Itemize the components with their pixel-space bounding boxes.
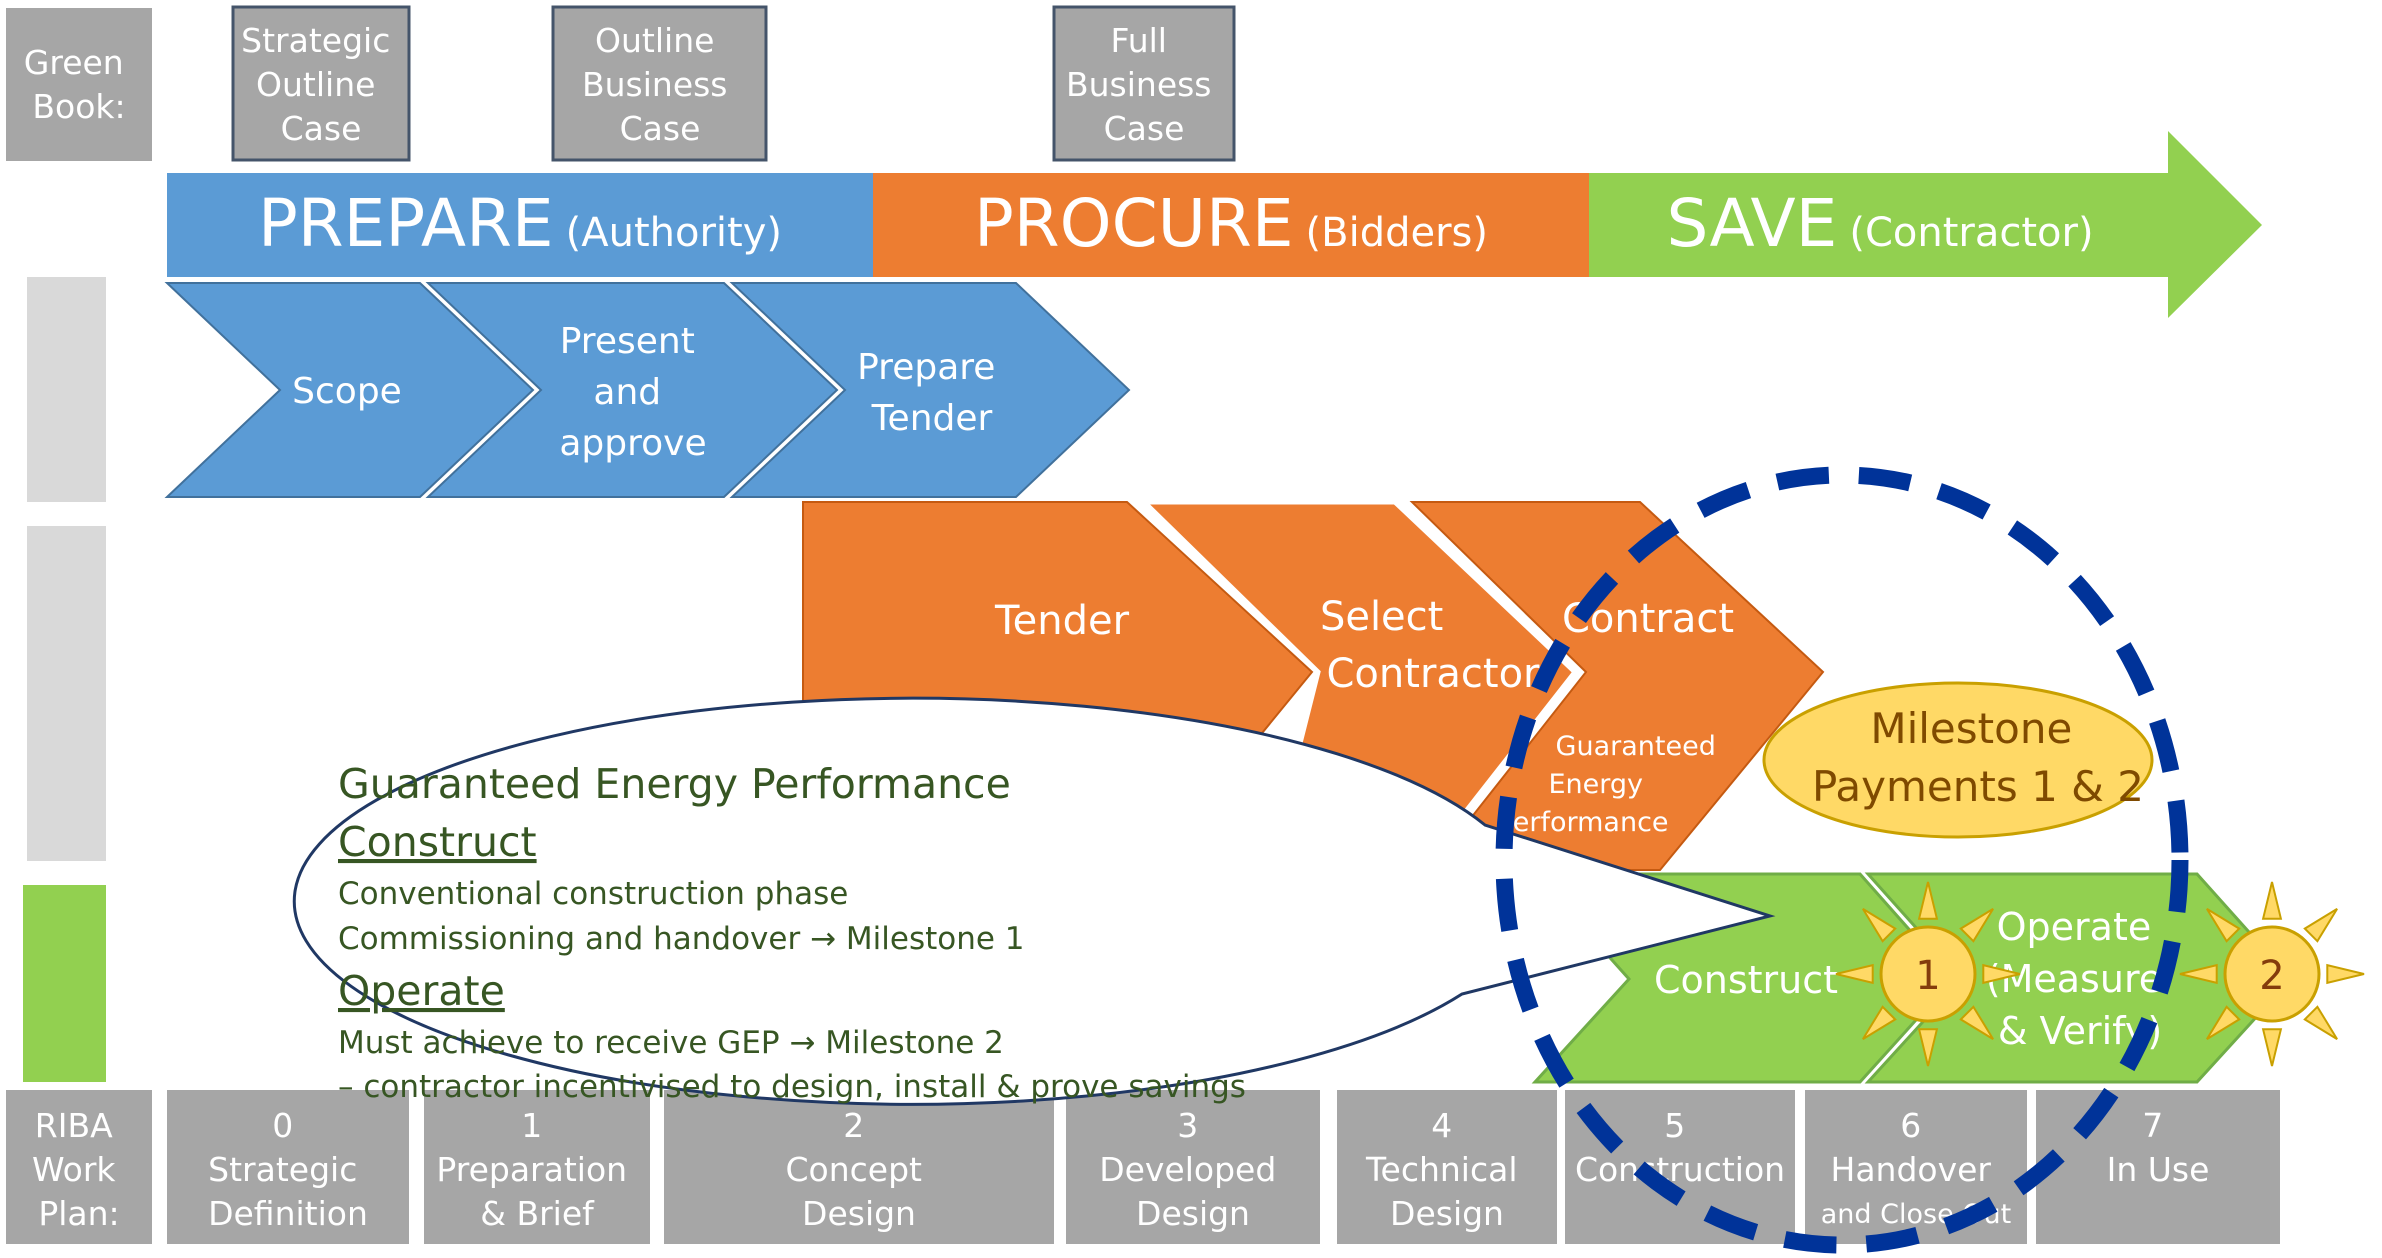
callout-construct-line-1: Conventional construction phase <box>338 876 848 912</box>
procure-track-bar <box>27 526 106 861</box>
sun-ray <box>2261 881 2283 920</box>
callout-operate-heading: Operate <box>338 967 505 1015</box>
sun-ray <box>1862 908 1897 943</box>
milestone-payments-label: Milestone Payments 1 & 2 <box>1812 704 2144 811</box>
riba-stage-7-box <box>2036 1090 2280 1244</box>
milestone-payments-ellipse <box>1762 681 2154 839</box>
milestone-1-sun-icon: 1 <box>1835 881 2021 1067</box>
full-business-case-box <box>1052 5 1236 162</box>
tender-label: Tender <box>994 598 1130 644</box>
sun-ray <box>1917 881 1939 920</box>
callout-construct-line-2: Commissioning and handover → Milestone 1 <box>338 921 1025 957</box>
riba-stage-1-box <box>424 1090 650 1244</box>
riba-stage-2-box <box>664 1090 1054 1244</box>
construct-label: Construct <box>1654 958 1838 1002</box>
riba-stage-0-box <box>167 1090 409 1244</box>
save-highlight-dashed-circle <box>1495 466 2189 1254</box>
milestone-1-sun-label: 1 <box>1915 953 1940 999</box>
riba-stage-6-box <box>1805 1090 2027 1244</box>
callout-title: Guaranteed Energy Performance <box>338 760 1011 808</box>
sun-ray <box>1982 963 2021 985</box>
present-approve-label: Present and approve <box>559 321 706 464</box>
full-business-case-text: Full Business Case <box>1066 21 1222 148</box>
save-track-bar <box>23 885 106 1082</box>
strategic-outline-case-text: Strategic Outline Case <box>241 21 401 148</box>
outline-business-case-box <box>551 5 768 162</box>
prepare-track-bar <box>27 277 106 502</box>
milestone-2-sun-icon: 2 <box>2179 881 2365 1067</box>
riba-stage-5-box <box>1565 1090 1795 1244</box>
procure-phase-label: PROCURE(Bidders) <box>974 185 1488 262</box>
strategic-outline-case-box <box>231 5 411 162</box>
sun-ray <box>1959 1005 1994 1040</box>
sun-ray <box>2206 908 2241 943</box>
contract-gep-label: Guaranteed Energy Performance <box>1497 731 1724 838</box>
present-approve-chevron <box>425 282 839 498</box>
riba-stage-3-box <box>1066 1090 1320 1244</box>
sun-ray <box>2303 1005 2338 1040</box>
save-phase-arrow <box>1589 131 2262 318</box>
prepare-tender-label: Prepare Tender <box>857 347 1007 439</box>
gep-callout-bubble <box>292 696 1776 1106</box>
sun-ray <box>1917 1028 1939 1067</box>
riba-stage-1-text: 1 Preparation & Brief <box>436 1106 637 1233</box>
riba-stage-0-text: 0 Strategic Definition <box>208 1106 368 1233</box>
select-contractor-label: Select Contractor <box>1320 594 1540 697</box>
riba-stage-4-text: 4 Technical Design <box>1365 1106 1528 1233</box>
scope-chevron <box>164 282 535 498</box>
sun-ray <box>1835 963 1874 985</box>
scope-label: Scope <box>292 371 402 412</box>
prepare-tender-chevron <box>729 282 1131 498</box>
save-phase-label: SAVE(Contractor) <box>1666 185 2093 262</box>
sun-ray <box>2261 1028 2283 1067</box>
outline-business-case-text: Outline Business Case <box>582 21 738 148</box>
riba-label: RIBA Work Plan: <box>32 1106 126 1233</box>
riba-stage-7-text: 7 In Use <box>2107 1106 2210 1189</box>
sun-ray <box>1959 908 1994 943</box>
contract-chevron <box>1409 501 1825 871</box>
callout-operate-line-2: – contractor incentivised to design, ins… <box>338 1069 1246 1105</box>
prepare-phase-label: PREPARE(Authority) <box>258 185 782 262</box>
sun-ray <box>2206 1005 2241 1040</box>
riba-stage-4-box <box>1337 1090 1557 1244</box>
sun-ray <box>1862 1005 1897 1040</box>
sun-ray <box>2179 963 2218 985</box>
sun-ray <box>2326 963 2365 985</box>
callout-operate-line-1: Must achieve to receive GEP → Milestone … <box>338 1025 1004 1061</box>
riba-stage-2-text: 2 Concept Design <box>786 1106 933 1233</box>
riba-stage-5-text: 5 Construction <box>1575 1106 1785 1189</box>
prepare-phase-bar <box>167 173 873 277</box>
callout-construct-heading: Construct <box>338 818 537 866</box>
sun-ray <box>2303 908 2338 943</box>
green-book-label-box <box>6 8 152 161</box>
milestone-2-sun-label: 2 <box>2259 953 2284 999</box>
riba-stage-3-text: 3 Developed Design <box>1099 1106 1287 1233</box>
riba-label-box <box>6 1090 152 1244</box>
green-book-label: Green Book: <box>24 43 134 126</box>
procure-phase-bar <box>873 173 1589 277</box>
